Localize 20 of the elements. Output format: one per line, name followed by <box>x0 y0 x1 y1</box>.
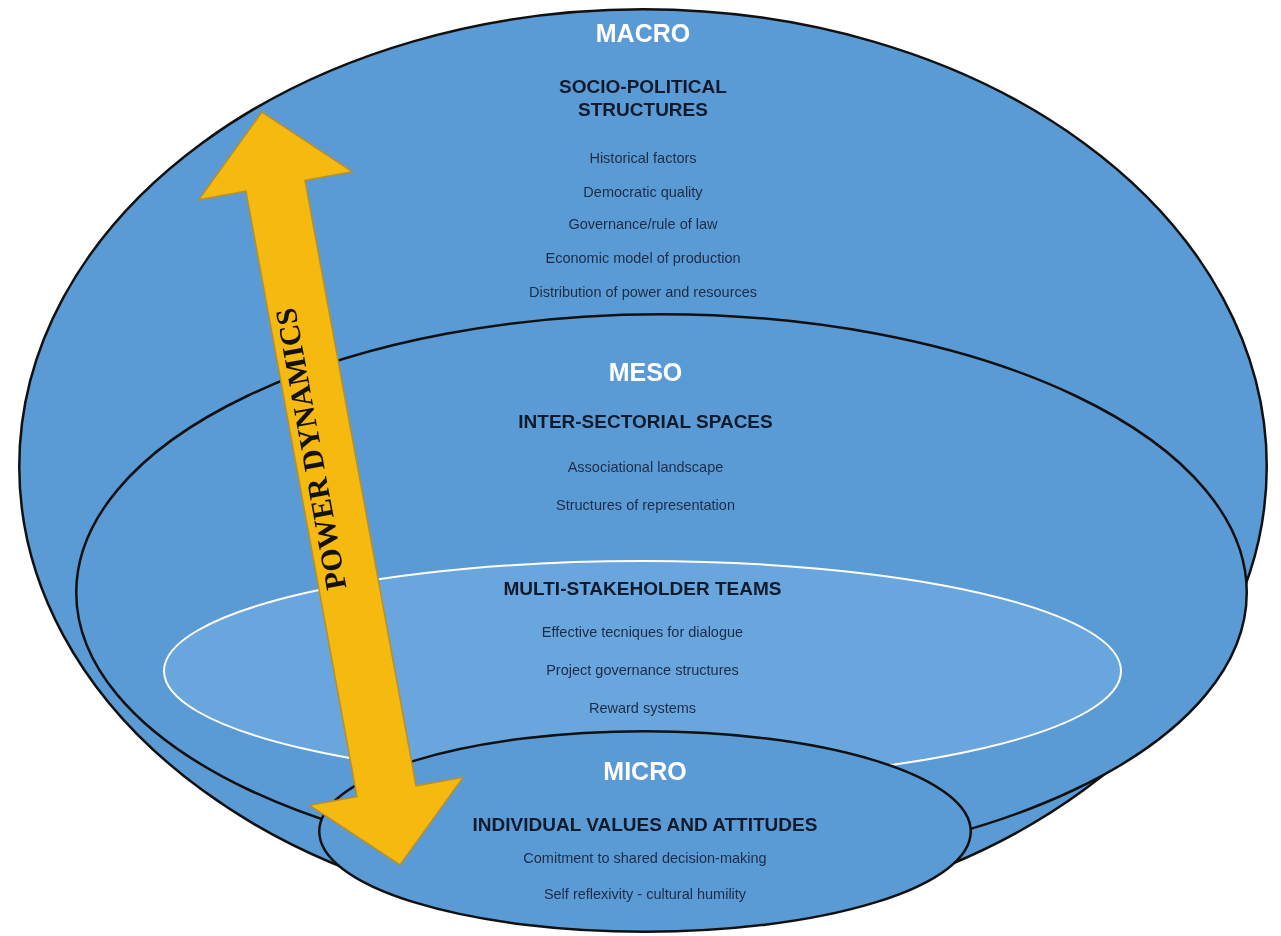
list-item: Structures of representation <box>555 497 736 515</box>
list-item: Project governance structures <box>545 662 740 680</box>
section-heading: INDIVIDUAL VALUES AND ATTITUDES <box>471 814 819 837</box>
list-item: Comitment to shared decision-making <box>522 850 768 868</box>
list-item: Distribution of power and resources <box>527 284 759 302</box>
list-item: Associational landscape <box>566 459 725 477</box>
section-heading: INTER-SECTORIAL SPACES <box>517 411 774 434</box>
arrow-label: POWER DYNAMICS <box>268 304 354 593</box>
list-item: Reward systems <box>587 700 698 718</box>
list-item: Economic model of production <box>544 250 742 268</box>
level-title: MICRO <box>602 756 688 786</box>
list-item: Historical factors <box>588 150 698 168</box>
list-item: Governance/rule of law <box>567 216 719 234</box>
list-item: Democratic quality <box>582 184 704 202</box>
section-heading: SOCIO-POLITICAL STRUCTURES <box>558 76 728 122</box>
list-item: Self reflexivity - cultural humility <box>542 886 748 904</box>
section-heading: MULTI-STAKEHOLDER TEAMS <box>502 578 783 601</box>
level-title: MESO <box>607 357 684 387</box>
level-title: MACRO <box>594 18 692 48</box>
list-item: Effective tecniques for dialogue <box>540 624 745 642</box>
